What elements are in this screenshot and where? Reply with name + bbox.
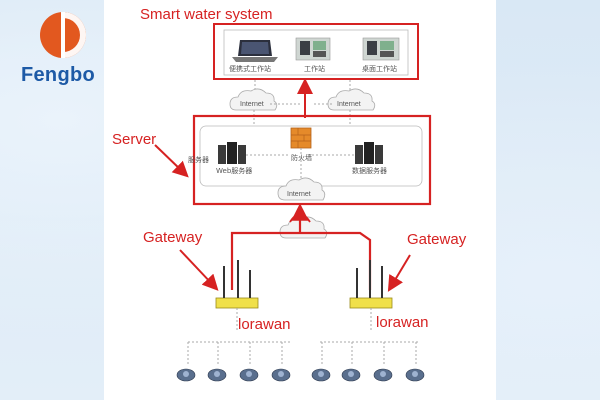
- server-pointer-arrow: [154, 144, 189, 178]
- gateway-link-line: [230, 231, 372, 290]
- internet-label-center: Internet: [287, 191, 311, 198]
- desktop-workstation-icon: [362, 37, 400, 61]
- server-label: 服务器: [188, 155, 209, 164]
- sensor-network-right: [320, 308, 420, 365]
- gateway-right-icon: [349, 260, 393, 309]
- internet-cloud-lower-icon: [279, 216, 328, 239]
- gateway-right-pointer-arrow: [387, 254, 411, 292]
- system-label: Smart water system: [140, 6, 273, 23]
- sensor-network-left: [187, 308, 292, 365]
- firewall-label: 防火墙: [291, 153, 312, 162]
- workstation-group-frame: [223, 29, 409, 76]
- brand-logo: Fengbo: [8, 10, 108, 86]
- server-heading: Server: [112, 131, 157, 148]
- workstation-label-1: 便携式工作站: [229, 64, 271, 73]
- database-server-icon: [355, 142, 383, 164]
- server-box: [192, 114, 432, 206]
- db-server-label: 数据服务器: [352, 166, 387, 175]
- gateway-left-label: Gateway: [143, 229, 203, 246]
- gateway-right-label: Gateway: [407, 231, 467, 248]
- internet-label-left: Internet: [240, 101, 264, 108]
- lorawan-left-label: lorawan: [238, 316, 291, 333]
- brand-name: Fengbo: [20, 64, 95, 86]
- internet-cloud-left-icon: [229, 88, 278, 111]
- internet-label-right: Internet: [337, 101, 361, 108]
- gateway-left-icon: [215, 260, 259, 309]
- firewall-icon: [290, 127, 312, 149]
- workstation-label-2: 工作站: [304, 64, 325, 73]
- system-box: [213, 23, 419, 80]
- lorawan-right-label: lorawan: [376, 314, 429, 331]
- laptop-icon: [232, 40, 278, 62]
- internet-cloud-center-icon: [277, 177, 326, 201]
- fengbo-logo-icon: [40, 12, 86, 58]
- workstation-icon: [295, 37, 331, 61]
- server-rack-icon: [218, 142, 246, 164]
- water-meter-icon: [176, 368, 425, 382]
- web-server-label: Web服务器: [216, 166, 252, 175]
- gateway-left-pointer-arrow: [179, 249, 219, 291]
- workstation-label-3: 桌面工作站: [362, 64, 397, 73]
